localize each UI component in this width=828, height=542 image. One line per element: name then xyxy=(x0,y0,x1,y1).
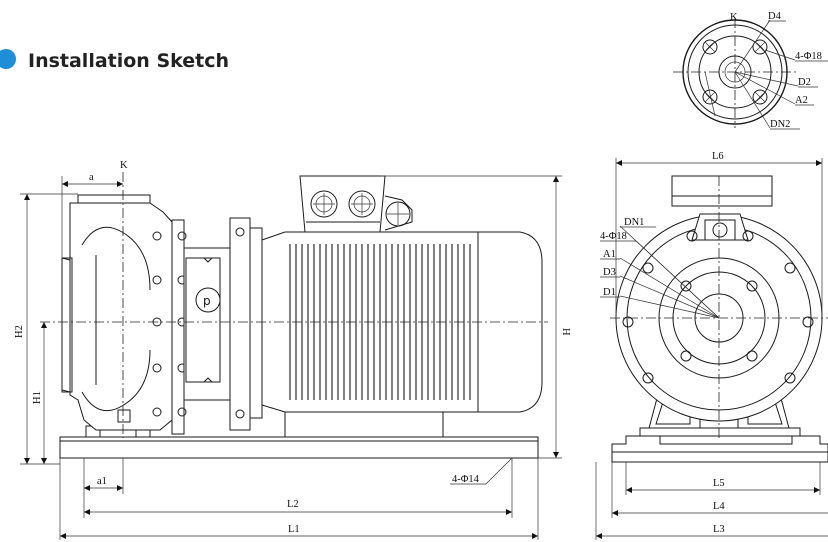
section-title: Installation Sketch xyxy=(28,50,229,72)
dn1-label: DN1 xyxy=(624,217,644,228)
a1-label: a1 xyxy=(97,476,107,487)
outlet-flange-view: K D4 4-Φ18 D2 A2 DN2 xyxy=(673,11,828,130)
front-view: DN1 4-Φ18 A1 D3 D1 L6 L5 L4 L3 xyxy=(595,151,828,540)
a-label: a xyxy=(89,172,94,183)
h-label: H xyxy=(560,328,571,336)
base-bolt-label: 4-Φ14 xyxy=(452,474,480,485)
flange-k-label: K xyxy=(730,12,738,23)
front-bolt-label: 4-Φ18 xyxy=(600,231,627,242)
l5-label: L5 xyxy=(713,478,725,489)
front-a1-label: A1 xyxy=(603,249,616,260)
h1-label: H1 xyxy=(32,391,43,404)
l3-label: L3 xyxy=(713,524,725,535)
d1-label: D1 xyxy=(603,287,616,298)
base-frame xyxy=(59,436,539,459)
flange-a2-label: A2 xyxy=(795,95,808,106)
title-bullet-icon xyxy=(0,49,16,69)
flange-d4-label: D4 xyxy=(768,11,782,22)
svg-text:p: p xyxy=(203,294,211,308)
flange-dn2-label: DN2 xyxy=(770,119,790,130)
flange-bolt-holes xyxy=(702,39,768,105)
l1-label: L1 xyxy=(288,524,300,535)
h2-label: H2 xyxy=(14,325,25,338)
l2-label: L2 xyxy=(287,499,299,510)
k-label: K xyxy=(120,160,128,171)
volute-bolts xyxy=(622,230,814,384)
d3-label: D3 xyxy=(603,267,616,278)
side-view: p xyxy=(14,160,571,540)
flange-d2-label: D2 xyxy=(798,77,811,88)
l4-label: L4 xyxy=(713,501,725,512)
flange-bolt-label: 4-Φ18 xyxy=(795,51,822,62)
l6-label: L6 xyxy=(712,151,724,162)
